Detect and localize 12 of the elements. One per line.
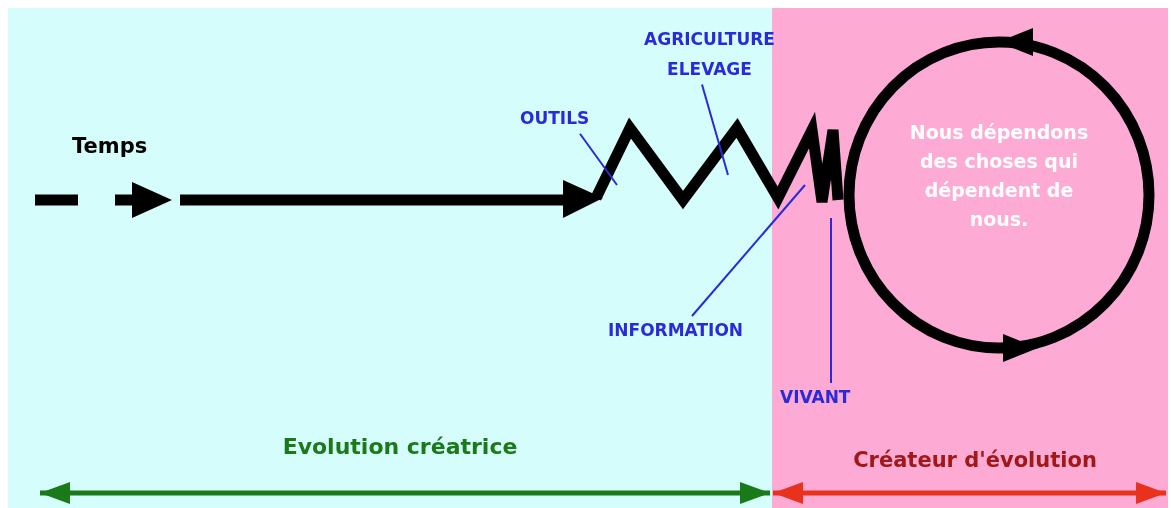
cycle-text: Nous dépendons des choses qui dépendent de nous. (908, 120, 1090, 232)
band-label: Créateur d'évolution (853, 448, 1097, 472)
callout-label: AGRICULTURE ELEVAGE (612, 25, 807, 85)
band-label: Evolution créatrice (282, 434, 518, 459)
leader-line (579, 132, 618, 186)
timeline-label: Temps (72, 128, 148, 165)
leader-line (701, 83, 729, 176)
callout-label: VIVANT (780, 383, 851, 413)
callout-label: OUTILS (520, 104, 590, 134)
callout-label: INFORMATION (608, 316, 744, 346)
leader-line (830, 217, 832, 384)
leader-line (691, 184, 806, 317)
